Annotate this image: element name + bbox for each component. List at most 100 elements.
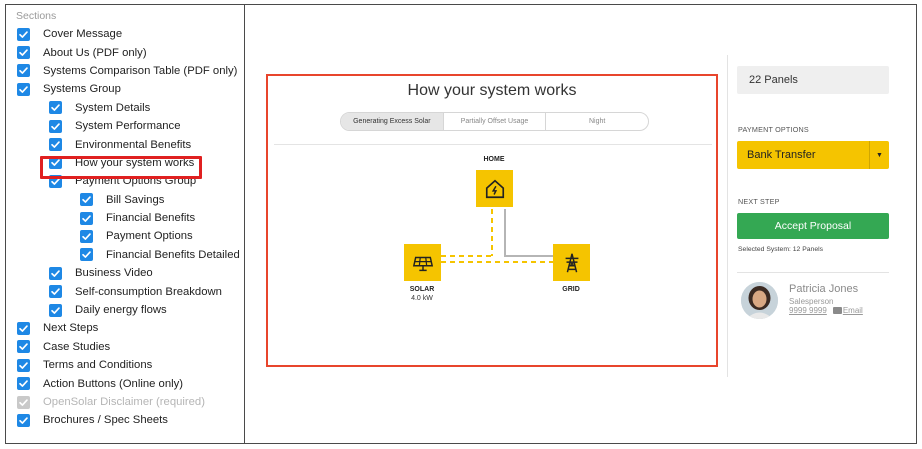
- checkmark-icon: [51, 270, 60, 277]
- section-label: About Us (PDF only): [43, 46, 147, 59]
- section-item[interactable]: Brochures / Spec Sheets: [6, 411, 245, 429]
- section-item[interactable]: System Details: [6, 99, 245, 117]
- selected-system-text: Selected System: 12 Panels: [738, 246, 824, 253]
- section-checkbox[interactable]: [80, 248, 93, 262]
- section-label: Brochures / Spec Sheets: [43, 414, 168, 427]
- section-label: Daily energy flows: [75, 304, 167, 317]
- solar-capacity: 4.0 kW: [411, 295, 433, 302]
- solar-panel-icon: [412, 256, 433, 271]
- section-checkbox[interactable]: [17, 340, 30, 354]
- section-item[interactable]: Business Video: [6, 264, 245, 282]
- checkmark-icon: [19, 343, 28, 351]
- section-label: Terms and Conditions: [43, 359, 153, 372]
- section-checkbox[interactable]: [49, 138, 62, 152]
- checkmark-icon: [19, 67, 28, 75]
- section-item[interactable]: Daily energy flows: [6, 301, 245, 319]
- section-label: Financial Benefits: [106, 212, 196, 225]
- section-checkbox[interactable]: [17, 321, 30, 335]
- accept-proposal-button[interactable]: Accept Proposal: [737, 213, 889, 239]
- section-preview: How your system works Generating Excess …: [266, 74, 718, 367]
- section-label: Action Buttons (Online only): [43, 377, 184, 390]
- section-checkbox[interactable]: [49, 156, 62, 170]
- section-label: Cover Message: [43, 28, 123, 41]
- next-step-label: NEXT STEP: [738, 197, 780, 206]
- power-tower-icon: [565, 253, 578, 272]
- payment-option-value: Bank Transfer: [747, 149, 816, 161]
- checkmark-icon: [51, 141, 60, 148]
- section-label: Next Steps: [43, 322, 99, 335]
- section-item[interactable]: Systems Group: [6, 80, 245, 98]
- checkmark-icon: [82, 233, 91, 240]
- section-checkbox[interactable]: [17, 413, 30, 427]
- section-item[interactable]: Payment Options Group: [6, 172, 245, 190]
- section-item[interactable]: Payment Options: [6, 227, 245, 245]
- section-checkbox[interactable]: [49, 174, 62, 188]
- energy-flow-diagram: HOME SOLAR 4.0 kW: [268, 146, 716, 326]
- section-item[interactable]: How your system works: [6, 154, 245, 172]
- checkmark-icon: [51, 159, 60, 167]
- section-checkbox[interactable]: [17, 377, 30, 391]
- checkmark-icon: [19, 30, 28, 38]
- section-checkbox[interactable]: [49, 101, 62, 115]
- section-item[interactable]: Cover Message: [6, 25, 245, 43]
- system-panels-display[interactable]: 22 Panels: [737, 66, 889, 94]
- checkmark-icon: [19, 86, 28, 93]
- checkmark-icon: [19, 417, 28, 424]
- section-item[interactable]: Terms and Conditions: [6, 356, 245, 374]
- section-item[interactable]: Case Studies: [6, 338, 245, 356]
- preview-divider: [274, 144, 712, 145]
- section-checkbox[interactable]: [17, 82, 30, 96]
- section-item[interactable]: Bill Savings: [6, 191, 245, 209]
- section-label: Bill Savings: [106, 193, 165, 206]
- section-label: Self-consumption Breakdown: [75, 285, 222, 298]
- home-node: [476, 170, 513, 207]
- phone-link[interactable]: 9999 9999: [789, 306, 827, 315]
- payment-option-select[interactable]: Bank Transfer ▼: [737, 141, 889, 169]
- section-label: Business Video: [75, 267, 153, 280]
- energy-mode-tabs: Generating Excess Solar Partially Offset…: [340, 112, 649, 131]
- section-label: Financial Benefits Detailed: [106, 248, 240, 261]
- email-link[interactable]: Email: [832, 306, 863, 315]
- checkmark-icon: [82, 251, 91, 259]
- section-item[interactable]: Systems Comparison Table (PDF only): [6, 62, 245, 80]
- section-item[interactable]: Financial Benefits Detailed: [6, 246, 245, 264]
- preview-title: How your system works: [407, 82, 577, 99]
- section-item[interactable]: About Us (PDF only): [6, 43, 245, 61]
- section-checkbox[interactable]: [80, 193, 93, 207]
- section-item[interactable]: Action Buttons (Online only): [6, 374, 245, 392]
- section-item[interactable]: OpenSolar Disclaimer (required): [6, 393, 245, 411]
- section-checkbox[interactable]: [17, 64, 30, 78]
- section-checkbox[interactable]: [80, 211, 93, 225]
- salesperson-contact: 9999 9999 Email: [789, 306, 863, 315]
- section-item[interactable]: Next Steps: [6, 319, 245, 337]
- section-checkbox[interactable]: [49, 303, 62, 317]
- section-checkbox[interactable]: [80, 229, 93, 243]
- section-checkbox[interactable]: [49, 285, 62, 299]
- solar-node: [404, 244, 441, 281]
- avatar: [741, 282, 778, 319]
- section-checkbox[interactable]: [49, 266, 62, 280]
- solar-label: SOLAR: [409, 286, 435, 293]
- section-label: System Performance: [75, 120, 181, 133]
- home-grid-line: [504, 209, 553, 257]
- tab-night[interactable]: Night: [589, 118, 606, 125]
- caret-down-icon[interactable]: ▼: [869, 141, 889, 169]
- section-checkbox[interactable]: [17, 358, 30, 372]
- section-checkbox[interactable]: [17, 46, 30, 60]
- checkmark-icon: [19, 398, 28, 406]
- section-item[interactable]: Environmental Benefits: [6, 135, 245, 153]
- section-checkbox[interactable]: [49, 119, 62, 133]
- tab-generating-excess-solar[interactable]: Generating Excess Solar: [341, 113, 444, 130]
- sections-header: Sections: [16, 10, 57, 22]
- section-item[interactable]: Financial Benefits: [6, 209, 245, 227]
- checkmark-icon: [51, 306, 60, 314]
- payment-options-label: PAYMENT OPTIONS: [738, 125, 809, 134]
- section-item[interactable]: System Performance: [6, 117, 245, 135]
- checkmark-icon: [19, 325, 28, 332]
- tab-partially-offset-usage[interactable]: Partially Offset Usage: [444, 113, 547, 130]
- section-checkbox[interactable]: [17, 27, 30, 41]
- section-item[interactable]: Self-consumption Breakdown: [6, 282, 245, 300]
- home-label: HOME: [483, 156, 505, 163]
